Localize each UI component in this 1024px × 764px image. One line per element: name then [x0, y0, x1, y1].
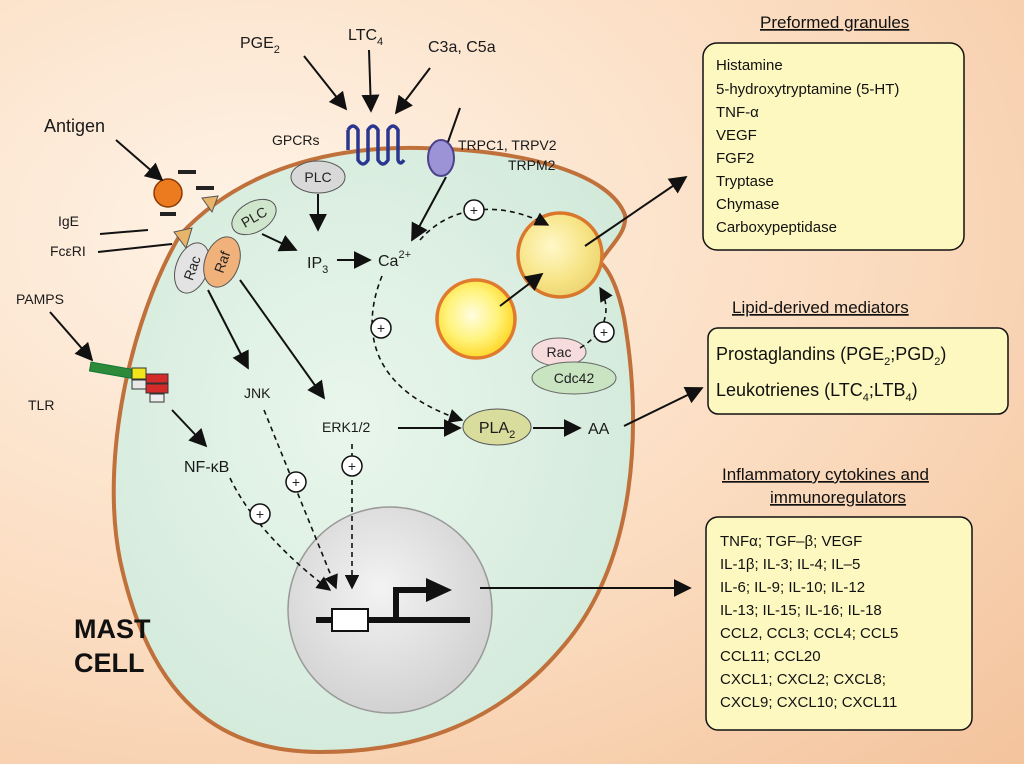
pla2-node — [462, 408, 532, 446]
svg-text:CXCL9; CXCL10; CXCL11: CXCL9; CXCL10; CXCL11 — [720, 694, 897, 711]
tlr-segment-yellow — [131, 367, 147, 380]
c3a-c5a-label: C3a, C5a — [428, 39, 496, 56]
trp-label-1: TRPC1, TRPV2 — [458, 137, 557, 153]
svg-text:Chymase: Chymase — [716, 196, 779, 213]
svg-text:+: + — [377, 320, 385, 336]
plc-top-label: PLC — [304, 169, 331, 185]
cytokines-box — [705, 516, 973, 731]
cytokines-heading-2: immunoregulators — [770, 488, 906, 507]
granule — [435, 278, 517, 360]
svg-text:+: + — [600, 324, 608, 340]
nucleus — [287, 506, 493, 714]
svg-text:IL-6; IL-9; IL-10; IL-12: IL-6; IL-9; IL-10; IL-12 — [720, 579, 865, 596]
transcription-start — [393, 587, 430, 620]
ige-antibody — [160, 170, 214, 216]
fceri-label: FcεRI — [50, 243, 86, 259]
cell-label: CELL — [74, 648, 145, 678]
tlr-segment-red-2 — [145, 383, 169, 394]
tlr-segment-red — [145, 373, 169, 384]
gpcrs-label: GPCRs — [272, 132, 319, 148]
gene-box — [331, 608, 369, 632]
svg-text:+: + — [470, 202, 478, 218]
svg-text:Tryptase: Tryptase — [716, 173, 774, 190]
cytokines-list: TNFα; TGF–β; VEGF IL-1β; IL-3; IL-4; IL–… — [720, 533, 898, 711]
svg-text:VEGF: VEGF — [716, 127, 757, 144]
secreting-granule — [516, 211, 604, 299]
ltc4-label: LTC4 — [348, 27, 383, 48]
svg-text:+: + — [348, 458, 356, 474]
svg-text:IL-13; IL-15; IL-16; IL-18: IL-13; IL-15; IL-16; IL-18 — [720, 602, 882, 619]
svg-text:CCL2, CCL3; CCL4; CCL5: CCL2, CCL3; CCL4; CCL5 — [720, 625, 898, 642]
arrows — [49, 49, 704, 597]
antigen-molecule — [153, 178, 183, 208]
svg-text:+: + — [256, 506, 264, 522]
nfkb-label: NF-κB — [184, 459, 229, 476]
svg-text:5-hydroxytryptamine (5-HT): 5-hydroxytryptamine (5-HT) — [716, 81, 899, 98]
trp-channel — [427, 139, 455, 177]
pge2-label: PGE2 — [240, 35, 280, 56]
svg-text:Carboxypeptidase: Carboxypeptidase — [716, 219, 837, 236]
transcription-arrow-head — [426, 578, 452, 602]
raf-node — [203, 236, 241, 288]
plc-top-node — [290, 160, 346, 194]
trp-stem — [447, 107, 461, 143]
rac2-label: Rac — [547, 344, 572, 360]
erk-label: ERK1/2 — [322, 419, 370, 435]
svg-text:CCL11; CCL20: CCL11; CCL20 — [720, 648, 821, 665]
pamps-label: PAMPS — [16, 291, 64, 307]
ige-label: IgE — [58, 213, 79, 229]
raf-label: Raf — [211, 249, 234, 275]
tlr-label: TLR — [28, 397, 54, 413]
mast-label: MAST — [74, 614, 151, 644]
antigen-label: Antigen — [44, 116, 105, 136]
jnk-label: JNK — [244, 385, 271, 401]
preformed-heading: Preformed granules — [760, 13, 909, 32]
aa-label: AA — [588, 421, 610, 438]
tlr-segment-white — [131, 379, 147, 390]
svg-text:+: + — [292, 474, 300, 490]
fceri-receptor-2 — [173, 227, 193, 250]
svg-text:TNF-α: TNF-α — [716, 104, 759, 121]
trp-label-2: TRPM2 — [508, 157, 556, 173]
plus-markers: + + + + + + — [249, 199, 615, 525]
svg-text:Histamine: Histamine — [716, 57, 783, 74]
fceri-receptor-1 — [201, 195, 219, 214]
lipid-heading: Lipid-derived mediators — [732, 298, 909, 317]
svg-text:IL-1β; IL-3; IL-4; IL–5: IL-1β; IL-3; IL-4; IL–5 — [720, 556, 860, 573]
preformed-list: Histamine 5-hydroxytryptamine (5-HT) TNF… — [716, 57, 899, 236]
pla2-label: PLA2 — [479, 420, 515, 441]
lipid-box — [707, 327, 1009, 415]
cdc42-label: Cdc42 — [554, 370, 595, 386]
preformed-box — [702, 42, 965, 251]
plc-left-node — [231, 198, 277, 236]
cytokines-heading-1: Inflammatory cytokines and — [722, 465, 929, 484]
tlr-segment-white-2 — [149, 393, 165, 403]
svg-text:CXCL1; CXCL2; CXCL8;: CXCL1; CXCL2; CXCL8; — [720, 671, 886, 688]
svg-text:FGF2: FGF2 — [716, 150, 754, 167]
gpcr-receptor — [346, 124, 406, 166]
cdc42-node — [531, 361, 617, 395]
svg-text:TNFα; TGF–β; VEGF: TNFα; TGF–β; VEGF — [720, 533, 862, 550]
